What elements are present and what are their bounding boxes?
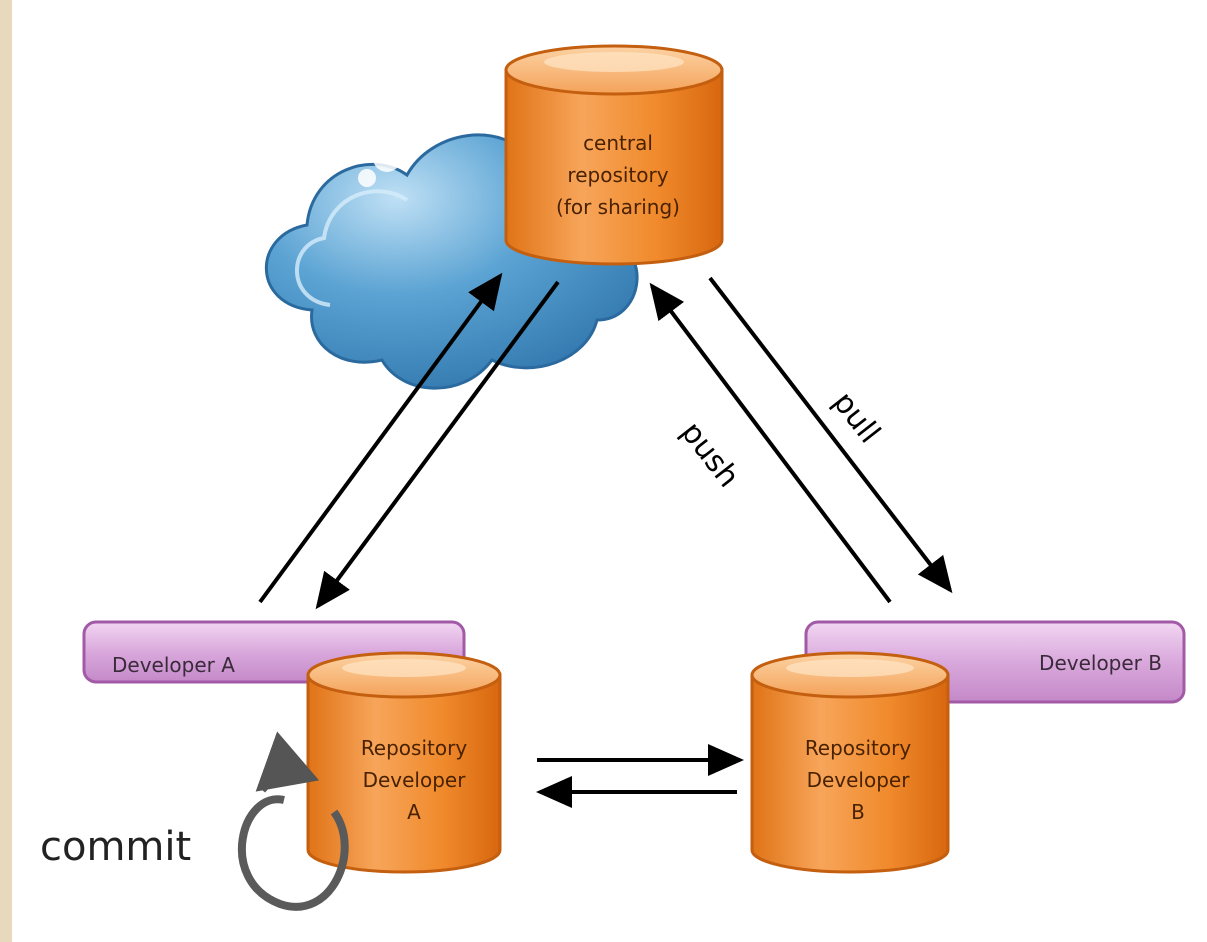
repo-b-line1: Repository <box>805 736 912 760</box>
repo-a-line3: A <box>407 800 421 824</box>
arrow-dev-a-to-central <box>258 272 503 604</box>
repo-b-line3: B <box>851 800 865 824</box>
repo-b-line2: Developer <box>807 768 911 792</box>
arrow-central-to-dev-a <box>315 280 560 610</box>
central-repository-cylinder: central repository (for sharing) <box>504 44 724 266</box>
commit-loop-arrow <box>238 731 349 911</box>
commit-label: commit <box>40 824 191 870</box>
diagram-canvas: central repository (for sharing) Develop… <box>12 0 1207 942</box>
repository-developer-a-cylinder: Repository Developer A <box>306 651 502 874</box>
git-workflow-diagram: central repository (for sharing) Develop… <box>40 44 1186 911</box>
repo-a-line1: Repository <box>361 736 468 760</box>
repository-developer-b-cylinder: Repository Developer B <box>750 651 950 874</box>
central-repo-line1: central <box>583 131 653 155</box>
central-repo-line2: repository <box>567 163 668 187</box>
push-arrow <box>649 282 892 604</box>
developer-a-label: Developer A <box>112 653 235 677</box>
repo-a-line2: Developer <box>363 768 467 792</box>
developer-b-label: Developer B <box>1039 651 1162 675</box>
central-repo-line3: (for sharing) <box>556 195 680 219</box>
push-label: push <box>674 415 746 494</box>
pull-arrow <box>708 276 953 594</box>
